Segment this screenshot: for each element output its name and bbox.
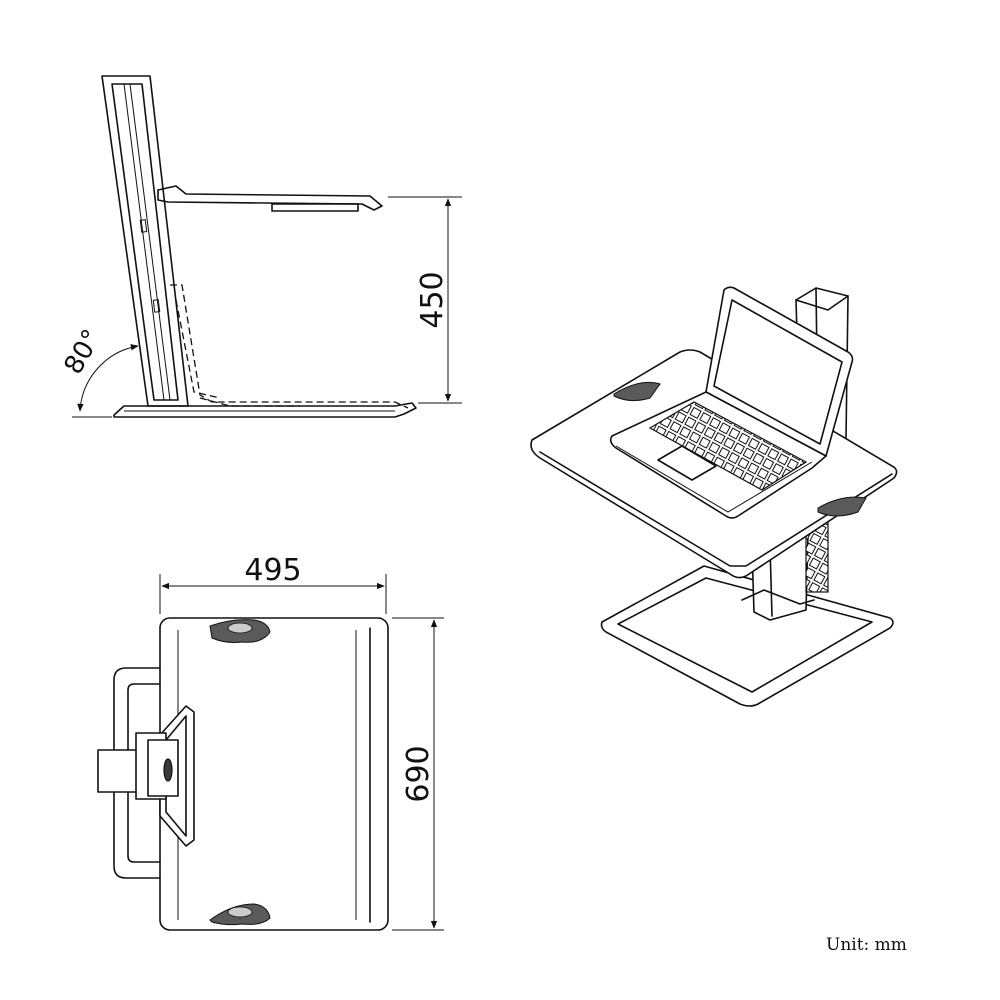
depth-dimension-label: 690 bbox=[401, 745, 436, 802]
angle-label: 80° bbox=[59, 325, 108, 380]
top-view: 495 690 bbox=[97, 553, 444, 931]
iso-laptop-trackpad bbox=[657, 445, 717, 481]
side-column bbox=[101, 75, 189, 407]
side-view: 80° 450 bbox=[59, 75, 462, 418]
iso-laptop-screen bbox=[705, 286, 854, 457]
height-dimension-label: 450 bbox=[415, 271, 450, 328]
angle-arc bbox=[77, 344, 139, 412]
iso-base-frame bbox=[600, 565, 894, 707]
side-upper-surface bbox=[157, 185, 383, 211]
side-lowered-position bbox=[170, 284, 409, 409]
iso-laptop-keyboard bbox=[648, 401, 808, 491]
width-dimension-label: 495 bbox=[244, 553, 301, 588]
isometric-view bbox=[530, 286, 898, 707]
side-base-plate bbox=[113, 402, 417, 418]
unit-label: Unit: mm bbox=[826, 935, 907, 955]
